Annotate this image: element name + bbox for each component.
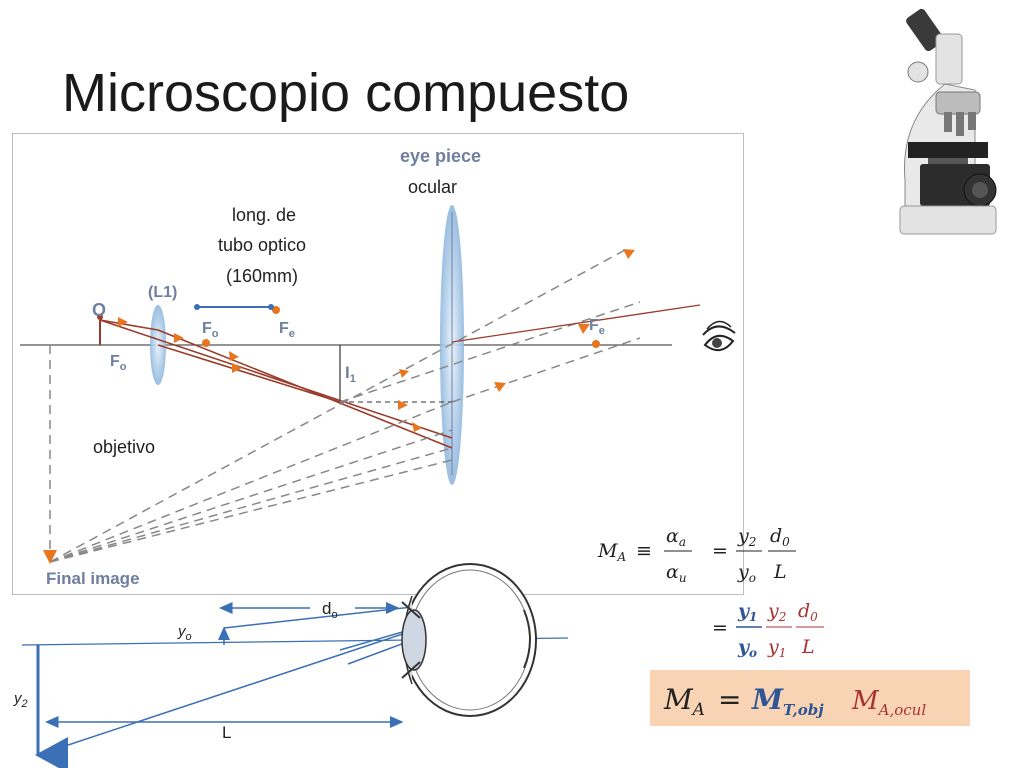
yo-label: yo [177, 623, 192, 643]
eq-yo: yo [737, 561, 756, 585]
L-label: L [222, 723, 231, 742]
final-image-arrow [43, 550, 57, 564]
eyeball-diagram [401, 563, 537, 717]
box-ma-ocul: MA,ocul [851, 686, 926, 719]
tube-label-line1: long. de [232, 205, 296, 225]
optics-panel [12, 133, 744, 595]
magnification-result-box [650, 670, 970, 726]
image-label: I1 [345, 363, 356, 385]
eq-L: L [773, 561, 787, 583]
equation-line1: MA ≡ αa αu = y2 yo d0 L [597, 525, 796, 585]
eq-y2-2: y2 [767, 600, 786, 624]
eq-equals-2: = [712, 617, 728, 639]
eq-yo-2: yo [737, 636, 757, 660]
lens1-label: (L1) [148, 284, 177, 301]
eyepiece-caption: eye piece [400, 146, 481, 166]
fo-label: Fo [202, 320, 219, 340]
tube-label-line3: (160mm) [226, 266, 298, 286]
fo-left-label: Fo [110, 353, 127, 373]
eq-alpha-a: αa [666, 525, 686, 549]
fe-right-label: Fe [589, 317, 605, 337]
objective-rays [99, 319, 453, 449]
object-label: O [92, 300, 106, 320]
tube-label-line2: tubo optico [218, 235, 306, 255]
eq-y2: y2 [737, 525, 756, 549]
eq-y1-2: y1 [767, 636, 786, 660]
eye-icon [702, 320, 736, 352]
do-label: do [322, 599, 338, 621]
y2-label: y2 [13, 690, 28, 710]
eq-L-2: L [801, 636, 815, 658]
ray-direction-arrows [118, 249, 635, 432]
eq-d0: d0 [770, 525, 790, 549]
microscope-icon [899, 8, 997, 235]
slide-title: Microscopio compuesto [62, 63, 630, 123]
box-mt-obj: MT,obj [751, 683, 824, 719]
virtual-rays [49, 249, 641, 563]
box-equals: = [718, 683, 741, 716]
eq-equiv: ≡ [636, 540, 652, 562]
eq-ma: MA [597, 540, 626, 564]
objective-label: objetivo [93, 437, 155, 457]
final-image-label: Final image [46, 569, 140, 588]
eq-y1: y1 [737, 600, 757, 624]
equation-box: MA = MT,obj MA,ocul [663, 683, 926, 720]
focal-points [202, 306, 600, 348]
fe-label: Fe [279, 320, 295, 340]
equation-line2: = y1 yo y2 y1 d0 L [712, 600, 824, 660]
ocular-label: ocular [408, 177, 457, 197]
eq-equals-1: = [712, 540, 728, 562]
box-ma: MA [663, 683, 705, 720]
eyepiece-output-rays [451, 304, 701, 343]
eq-d0-2: d0 [798, 600, 818, 624]
eq-alpha-u: αu [666, 561, 687, 585]
